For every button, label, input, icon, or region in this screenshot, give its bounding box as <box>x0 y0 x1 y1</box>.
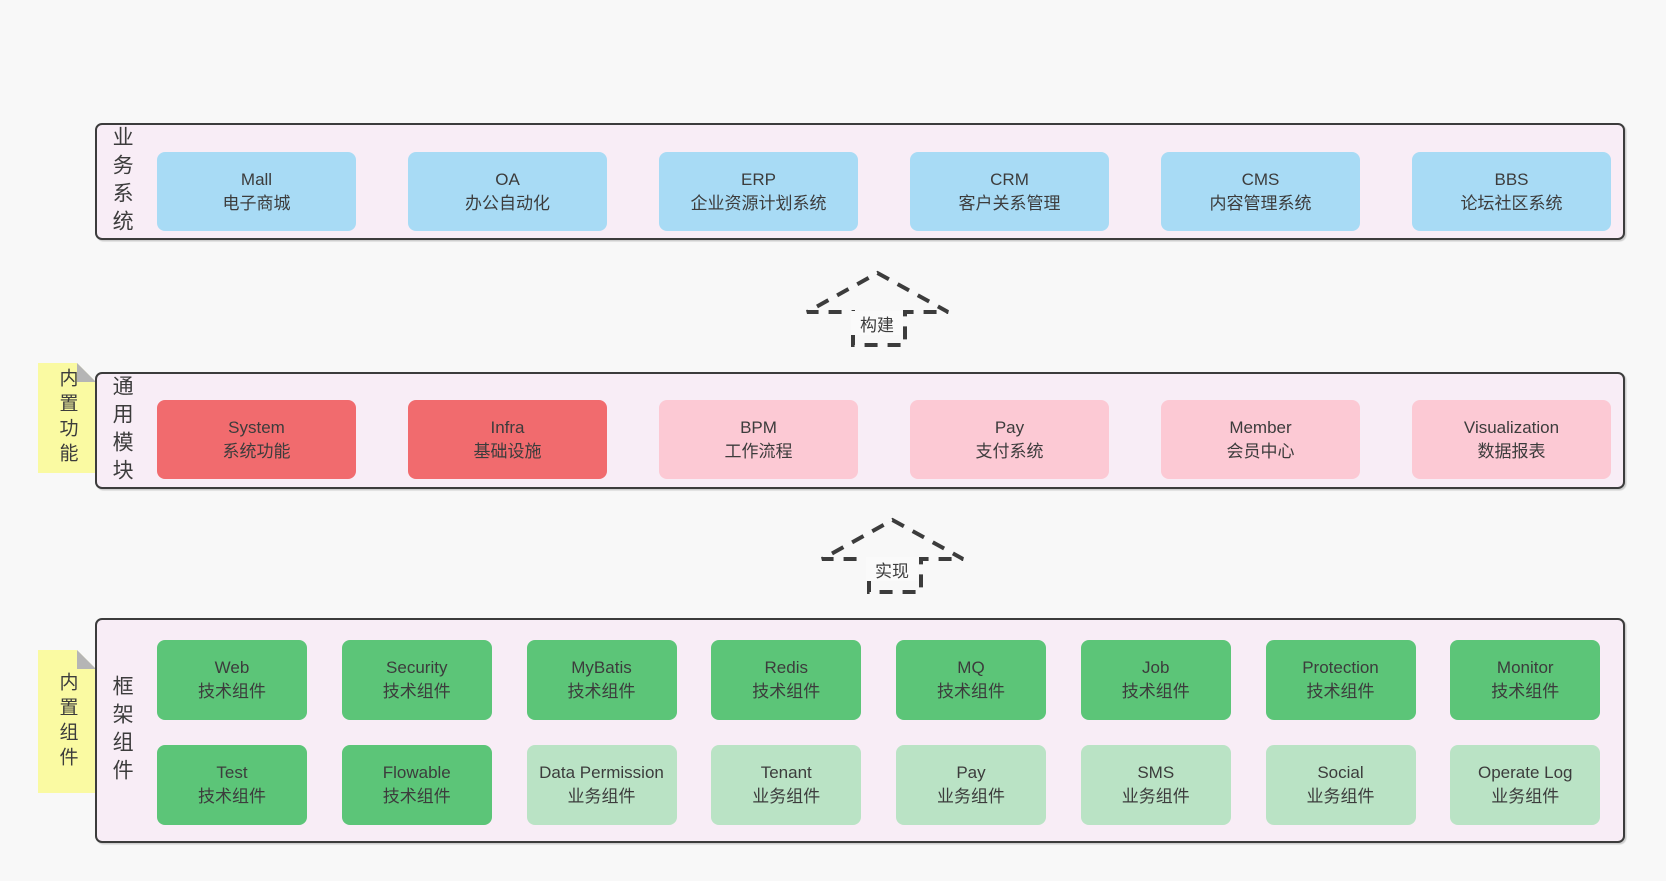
node-subtitle: 论坛社区系统 <box>1460 193 1563 213</box>
node-cms: CMS 内容管理系统 <box>1161 152 1360 231</box>
node-subtitle: 技术组件 <box>198 682 266 701</box>
note-fold-corner-icon <box>77 363 96 382</box>
node-flowable: Flowable 技术组件 <box>341 745 492 825</box>
node-subtitle: 技术组件 <box>1491 682 1560 701</box>
node-subtitle: 支付系统 <box>975 441 1044 461</box>
node-subtitle: 系统功能 <box>222 441 291 461</box>
node-title: BBS <box>1494 169 1529 189</box>
node-pay: Pay 支付系统 <box>910 400 1109 479</box>
node-system: System 系统功能 <box>157 400 356 479</box>
node-erp: ERP 企业资源计划系统 <box>659 152 858 231</box>
common-modules-band: 通用模块 System 系统功能 Infra 基础设施 BPM 工作流程 Pay 支付系统 Me… <box>95 372 1625 489</box>
node-crm: CRM 客户关系管理 <box>910 152 1109 231</box>
node-subtitle: 会员中心 <box>1226 441 1295 461</box>
node-title: Monitor <box>1496 658 1554 677</box>
node-title: Pay <box>994 417 1025 437</box>
node-title: SMS <box>1137 763 1175 782</box>
node-subtitle: 电子商城 <box>222 193 291 213</box>
node-subtitle: 业务组件 <box>1491 787 1560 806</box>
node-pay: Pay 业务组件 <box>896 745 1046 825</box>
node-subtitle: 业务组件 <box>937 787 1005 806</box>
node-subtitle: 技术组件 <box>382 682 451 701</box>
node-subtitle: 办公自动化 <box>465 193 550 213</box>
node-title: Infra <box>490 417 525 437</box>
node-subtitle: 客户关系管理 <box>958 193 1061 213</box>
node-oa: OA 办公自动化 <box>408 152 607 231</box>
node-subtitle: 技术组件 <box>382 787 451 806</box>
node-mybatis: MyBatis 技术组件 <box>526 640 677 720</box>
node-subtitle: 企业资源计划系统 <box>690 193 827 213</box>
node-title: MyBatis <box>571 658 632 677</box>
node-title: Pay <box>956 763 986 782</box>
node-sms: SMS 业务组件 <box>1080 745 1231 825</box>
implement-up-arrow-icon <box>821 517 964 594</box>
framework-components-band-label: 框架组件 <box>110 674 134 787</box>
node-title: Mall <box>240 169 273 189</box>
node-title: CRM <box>990 169 1029 189</box>
node-title: Job <box>1142 658 1170 677</box>
node-subtitle: 业务组件 <box>752 787 821 806</box>
node-title: System <box>228 417 285 437</box>
node-title: Redis <box>764 658 808 677</box>
node-tenant: Tenant 业务组件 <box>711 745 862 825</box>
node-data-permission: Data Permission 业务组件 <box>526 745 677 825</box>
node-title: Test <box>216 763 248 782</box>
node-subtitle: 技术组件 <box>198 787 266 806</box>
node-subtitle: 基础设施 <box>473 441 542 461</box>
build-arrow-label: 构建 <box>851 311 903 335</box>
build-up-arrow-icon <box>806 270 949 347</box>
node-visualization: Visualization 数据报表 <box>1412 400 1611 479</box>
node-operate-log: Operate Log 业务组件 <box>1450 745 1601 825</box>
node-subtitle: 工作流程 <box>724 441 793 461</box>
node-social: Social 业务组件 <box>1265 745 1416 825</box>
node-web: Web 技术组件 <box>157 640 307 720</box>
node-title: Operate Log <box>1477 763 1573 782</box>
node-title: Tenant <box>760 763 812 782</box>
node-subtitle: 技术组件 <box>1121 682 1190 701</box>
node-mq: MQ 技术组件 <box>896 640 1046 720</box>
node-mall: Mall 电子商城 <box>157 152 356 231</box>
node-job: Job 技术组件 <box>1080 640 1231 720</box>
node-member: Member 会员中心 <box>1161 400 1360 479</box>
node-redis: Redis 技术组件 <box>711 640 862 720</box>
builtin-components-note: 内置组件 <box>38 650 96 793</box>
node-protection: Protection 技术组件 <box>1265 640 1416 720</box>
node-subtitle: 技术组件 <box>1306 682 1375 701</box>
node-subtitle: 内容管理系统 <box>1209 193 1312 213</box>
node-title: Member <box>1229 417 1292 437</box>
node-infra: Infra 基础设施 <box>408 400 607 479</box>
node-monitor: Monitor 技术组件 <box>1450 640 1601 720</box>
node-title: Web <box>214 658 250 677</box>
implement-arrow-label: 实现 <box>866 557 918 581</box>
node-title: ERP <box>741 169 776 189</box>
node-subtitle: 技术组件 <box>752 682 821 701</box>
node-title: MQ <box>957 658 985 677</box>
business-systems-band-label: 业务系统 <box>110 125 134 238</box>
node-title: Visualization <box>1463 417 1560 437</box>
node-subtitle: 业务组件 <box>1121 787 1190 806</box>
node-bbs: BBS 论坛社区系统 <box>1412 152 1611 231</box>
node-subtitle: 业务组件 <box>567 787 636 806</box>
builtin-features-note-label: 内置功能 <box>56 368 78 468</box>
node-title: Social <box>1317 763 1364 782</box>
node-subtitle: 技术组件 <box>937 682 1005 701</box>
business-systems-band: 业务系统 Mall 电子商城 OA 办公自动化 ERP 企业资源计划系统 CRM 客户关系管理… <box>95 123 1625 240</box>
node-title: CMS <box>1241 169 1280 189</box>
node-security: Security 技术组件 <box>341 640 492 720</box>
node-title: BPM <box>740 417 777 437</box>
builtin-components-note-label: 内置组件 <box>56 671 78 772</box>
node-title: Data Permission <box>539 763 664 782</box>
node-title: OA <box>495 169 520 189</box>
node-subtitle: 技术组件 <box>567 682 636 701</box>
note-fold-corner-icon <box>77 650 96 669</box>
node-title: Security <box>386 658 448 677</box>
common-modules-band-label: 通用模块 <box>110 374 134 487</box>
node-bpm: BPM 工作流程 <box>659 400 858 479</box>
node-title: Flowable <box>382 763 451 782</box>
node-subtitle: 数据报表 <box>1477 441 1546 461</box>
node-subtitle: 业务组件 <box>1306 787 1375 806</box>
node-test: Test 技术组件 <box>157 745 307 825</box>
node-title: Protection <box>1302 658 1379 677</box>
